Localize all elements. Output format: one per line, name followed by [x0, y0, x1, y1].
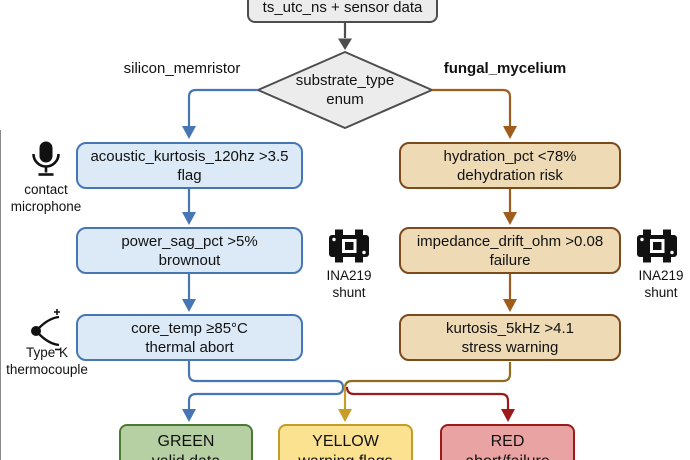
- ina219-caption-left: INA219 shunt: [305, 267, 393, 301]
- thermocouple-icon: [31, 309, 61, 351]
- node-hydration: hydration_pct <78% dehydration risk: [399, 142, 621, 189]
- node-line2: brownout: [158, 251, 221, 269]
- outcome-name: GREEN: [157, 433, 215, 450]
- node-kurtosis-5khz: kurtosis_5kHz >4.1 stress warning: [399, 314, 621, 361]
- decision-line1: substrate_type: [295, 72, 395, 89]
- outcome-green: GREEN valid data: [119, 424, 253, 460]
- caption-line1: INA219: [638, 268, 684, 283]
- caption-line2: thermocouple: [6, 362, 88, 377]
- arrowhead-decision-to-acoustic: [182, 126, 196, 139]
- node-line2: failure: [489, 251, 531, 269]
- edge-coretemp-to-green: [187, 361, 345, 410]
- arrowhead-merge-to-red: [501, 409, 515, 422]
- arrowhead-powersag-to-coretemp: [182, 299, 196, 312]
- microphone-caption: contact microphone: [2, 181, 90, 215]
- caption-line2: shunt: [644, 285, 678, 300]
- outcome-red: RED abort/failure: [440, 424, 575, 460]
- node-line1: hydration_pct <78%: [443, 147, 577, 165]
- outcome-desc: warning flags: [298, 452, 392, 460]
- branch-label-fungal: fungal_mycelium: [443, 60, 567, 77]
- decision-label: substrate_type enum: [263, 60, 427, 120]
- caption-line1: INA219: [326, 268, 372, 283]
- arrowhead-root-to-decision: [338, 38, 352, 50]
- arrowhead-acoustic-to-powersag: [182, 212, 196, 225]
- outcome-yellow: YELLOW warning flags: [278, 424, 413, 460]
- outcome-name: RED: [490, 433, 525, 450]
- edge-decision-to-hydration: [432, 88, 512, 127]
- node-line2: thermal abort: [145, 338, 234, 356]
- node-line2: dehydration risk: [457, 166, 563, 184]
- ina219-chip-icon-right: [637, 229, 677, 263]
- edge-kurtosis-to-merge: [343, 362, 512, 389]
- arrowhead-hydration-to-impedance: [503, 212, 517, 225]
- node-line1: impedance_drift_ohm >0.08: [416, 232, 604, 250]
- arrowhead-impedance-to-kurtosis: [503, 299, 517, 312]
- ina219-caption-right: INA219 shunt: [617, 267, 690, 301]
- node-line1: power_sag_pct >5%: [121, 232, 258, 250]
- node-timestamp-sensor-data: ts_utc_ns + sensor data: [247, 0, 438, 23]
- thermocouple-caption: Type K thermocouple: [0, 344, 94, 378]
- edge-decision-to-acoustic: [187, 88, 258, 127]
- node-line1: acoustic_kurtosis_120hz >3.5: [90, 147, 289, 165]
- node-line1: kurtosis_5kHz >4.1: [446, 319, 574, 337]
- outcome-desc: valid data: [152, 452, 221, 460]
- caption-line2: shunt: [332, 285, 366, 300]
- edge-merge-to-red: [345, 386, 510, 410]
- microphone-icon: [32, 141, 60, 176]
- node-core-temp: core_temp ≥85°C thermal abort: [76, 314, 303, 361]
- caption-line1: contact: [24, 182, 68, 197]
- node-line2: flag: [177, 166, 202, 184]
- branch-label-silicon: silicon_memristor: [123, 60, 241, 77]
- ina219-chip-icon-left: [329, 229, 369, 263]
- node-line2: stress warning: [461, 338, 559, 356]
- outcome-name: YELLOW: [312, 433, 379, 450]
- outcome-desc: abort/failure: [465, 452, 550, 460]
- left-edge-artifact: [0, 130, 1, 460]
- decision-line2: enum: [326, 91, 364, 108]
- node-label: ts_utc_ns + sensor data: [262, 0, 423, 16]
- node-acoustic-kurtosis: acoustic_kurtosis_120hz >3.5 flag: [76, 142, 303, 189]
- caption-line1: Type K: [25, 345, 69, 360]
- node-impedance-drift: impedance_drift_ohm >0.08 failure: [399, 227, 621, 274]
- caption-line2: microphone: [10, 199, 82, 214]
- decision-diamond: [257, 51, 433, 129]
- node-line1: core_temp ≥85°C: [131, 319, 248, 337]
- arrowhead-merge-to-green: [182, 409, 196, 422]
- arrowhead-merge-to-yellow: [338, 409, 352, 422]
- arrowhead-decision-to-hydration: [503, 126, 517, 139]
- node-power-sag: power_sag_pct >5% brownout: [76, 227, 303, 274]
